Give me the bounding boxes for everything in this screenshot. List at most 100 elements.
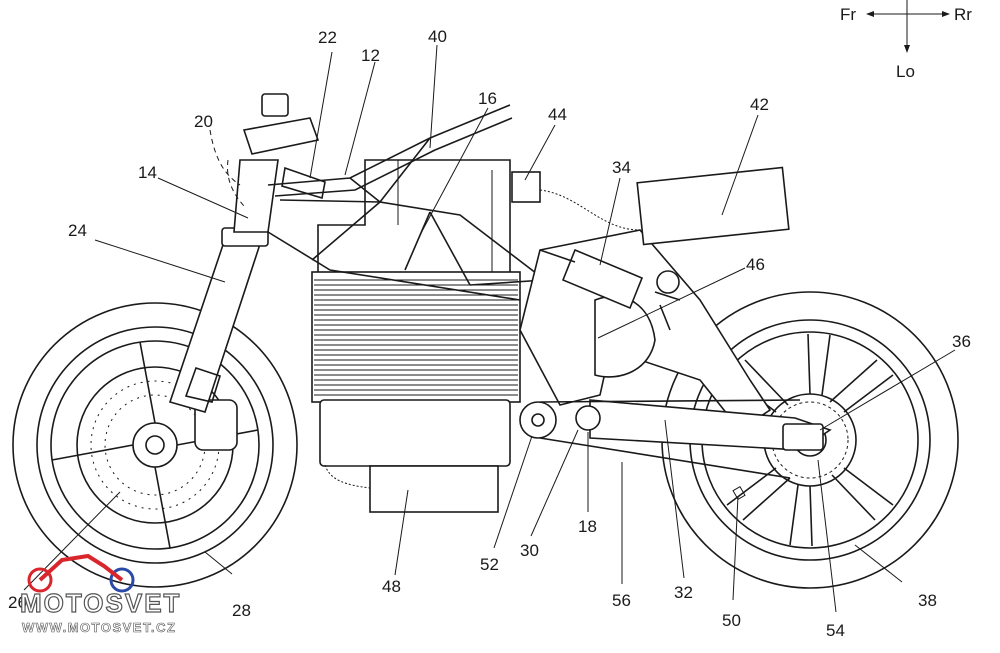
motorcycle-logo-icon [27, 553, 135, 593]
logo-wheel-red-icon [27, 567, 53, 593]
leader-34 [599, 177, 621, 266]
numeral-40: 40 [428, 27, 447, 46]
numeral-16: 16 [478, 89, 497, 108]
steering-assembly [227, 93, 326, 233]
leader-40 [429, 44, 438, 149]
front-hub [132, 422, 178, 468]
front-rim [50, 340, 260, 550]
leader-52 [493, 435, 533, 549]
numeral-26: 26 [8, 593, 27, 612]
drive-chain-56 [539, 399, 801, 479]
leader-50 [732, 495, 739, 601]
leader-30 [530, 429, 579, 537]
numeral-20: 20 [194, 112, 213, 131]
battery-case-upper [317, 159, 511, 276]
arrow-lower-icon [904, 45, 910, 53]
steering-axis-dashed [227, 159, 245, 207]
rear-shock-absorber [561, 248, 644, 310]
rear-suspension [539, 166, 790, 331]
leader-38 [854, 544, 903, 583]
component-44 [511, 171, 541, 203]
swingarm-and-drive [519, 295, 832, 501]
rear-spokes-second-edge [742, 334, 878, 546]
component-48 [369, 465, 499, 513]
leader-14 [157, 177, 249, 219]
front-fork [168, 227, 269, 413]
arrow-front-icon [866, 11, 874, 17]
numeral-32: 32 [674, 583, 693, 602]
numeral-14: 14 [138, 163, 157, 182]
leader-12 [344, 61, 376, 176]
logo-body-icon [38, 553, 124, 582]
leader-54 [817, 459, 837, 613]
numeral-56: 56 [612, 591, 631, 610]
component-46-ring [656, 270, 680, 294]
numeral-34: 34 [612, 158, 631, 177]
numeral-42: 42 [750, 95, 769, 114]
numeral-22: 22 [318, 28, 337, 47]
numeral-18: 18 [578, 517, 597, 536]
front-tire-outer [12, 302, 298, 588]
fork-leg-lower [184, 366, 221, 403]
battery-case-lower [319, 399, 511, 467]
numeral-28: 28 [232, 601, 251, 620]
numeral-50: 50 [722, 611, 741, 630]
leader-42 [721, 114, 759, 216]
leader-16 [419, 107, 489, 236]
front-wheel [12, 302, 298, 588]
leader-20 [209, 129, 241, 186]
front-tire-inner [36, 326, 274, 564]
numeral-12: 12 [361, 46, 380, 65]
numeral-52: 52 [480, 555, 499, 574]
leader-24 [94, 239, 226, 283]
leader-28 [204, 551, 233, 575]
arrow-rear-icon [942, 11, 950, 17]
numeral-24: 24 [68, 221, 87, 240]
leader-32 [664, 419, 685, 579]
upper-triple-clamp [242, 117, 320, 155]
frame-tubes [267, 104, 546, 301]
numeral-48: 48 [382, 577, 401, 596]
swingarm-pivot-30 [575, 405, 601, 431]
label-front: Fr [840, 5, 856, 24]
numeral-54: 54 [826, 621, 845, 640]
brake-reservoir [261, 93, 289, 117]
numeral-30: 30 [520, 541, 539, 560]
leader-22 [309, 51, 333, 179]
numeral-44: 44 [548, 105, 567, 124]
front-axle [145, 435, 165, 455]
label-lower: Lo [896, 62, 915, 81]
watermark-url: WWW.MOTOSVET.CZ [22, 620, 176, 635]
brake-disc-holes-inner [104, 394, 206, 496]
orientation-indicator: Fr Rr Lo [840, 0, 972, 81]
cooling-fins-block [311, 271, 521, 403]
leader-36 [819, 349, 956, 431]
chain-guide-50 [732, 485, 746, 501]
cooling-fins [314, 279, 518, 396]
watermark: MOTOSVET WWW.MOTOSVET.CZ [19, 553, 181, 635]
component-42 [636, 166, 790, 246]
numeral-38: 38 [918, 591, 937, 610]
numeral-36: 36 [952, 332, 971, 351]
handlebar-grip [281, 166, 326, 200]
shock-mount [539, 249, 576, 263]
leader-46 [597, 267, 746, 339]
motor-sprocket-hub [531, 413, 545, 427]
frame-tubes-outline [274, 117, 513, 197]
leader-lines [23, 44, 956, 613]
leader-44 [524, 124, 556, 181]
watermark-brand: MOTOSVET [20, 588, 181, 618]
numeral-46: 46 [746, 255, 765, 274]
harness-cable-48 [324, 464, 371, 489]
steering-head [233, 159, 279, 233]
leader-26 [23, 491, 121, 591]
logo-wheel-blue-icon [109, 567, 135, 593]
leader-48 [394, 489, 409, 576]
label-rear: Rr [954, 5, 972, 24]
component-46-linkage [654, 291, 681, 331]
rear-sprocket [771, 401, 849, 479]
chain-adjuster-54 [782, 423, 824, 451]
reference-numerals: 22 12 40 16 44 34 42 46 36 38 54 50 32 5… [8, 27, 971, 640]
